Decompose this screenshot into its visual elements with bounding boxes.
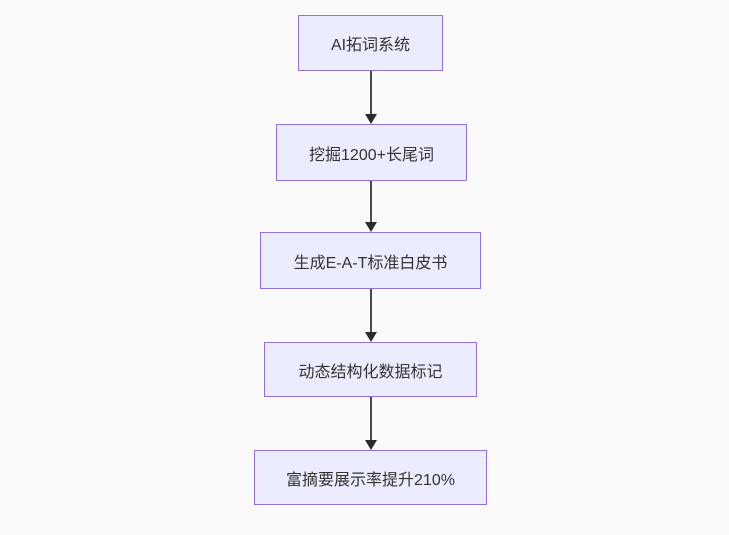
flow-node-label: AI拓词系统 [330,37,411,54]
flow-edge-b-c [364,181,377,232]
flow-node-ai-keyword-system: AI拓词系统 [298,15,443,71]
flow-edge-c-d [364,289,377,342]
flow-node-rich-snippet-uplift: 富摘要展示率提升210% [254,450,487,505]
flow-node-label: 生成E-A-T标准白皮书 [293,254,448,272]
flow-edge-d-e [364,397,377,450]
arrow-down-icon [364,114,377,124]
flow-node-structured-data-markup: 动态结构化数据标记 [264,342,477,397]
edge-line [369,397,372,441]
flow-node-label: 挖掘1200+长尾词 [309,146,434,164]
flow-node-label: 动态结构化数据标记 [298,363,443,381]
flow-node-longtail-mining: 挖掘1200+长尾词 [276,124,467,181]
flow-node-eat-whitepaper: 生成E-A-T标准白皮书 [260,232,481,289]
arrow-down-icon [364,332,377,342]
flow-edge-a-b [364,71,377,124]
arrow-down-icon [364,440,377,450]
edge-line [369,289,372,333]
edge-line [369,71,372,115]
edge-line [369,181,372,223]
flow-node-label: 富摘要展示率提升210% [286,471,455,489]
arrow-down-icon [364,222,377,232]
